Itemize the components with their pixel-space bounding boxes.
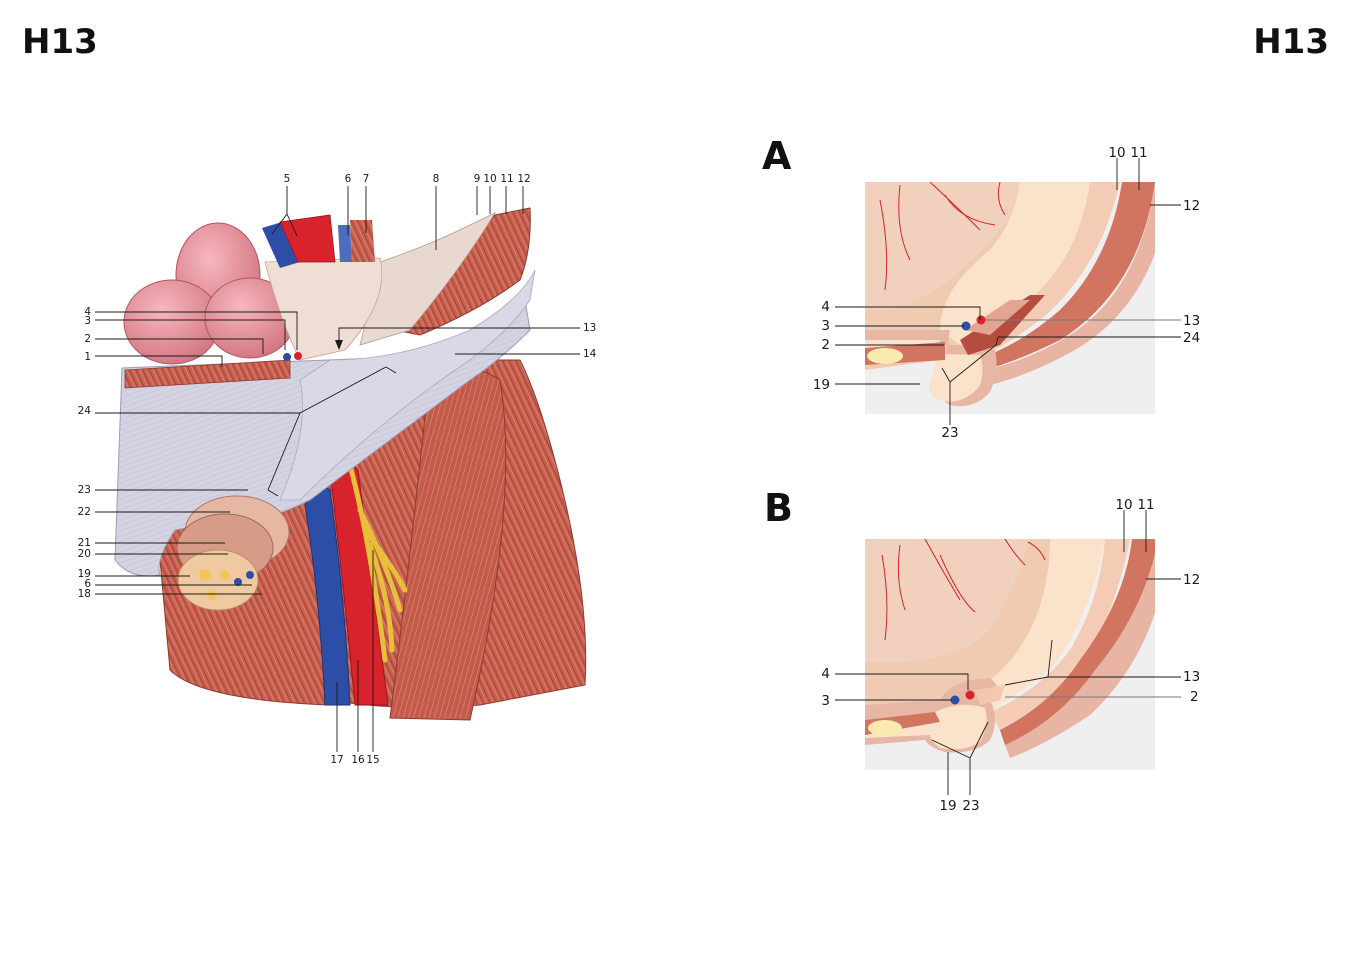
rectus-strip: [124, 359, 291, 389]
page-code-right: H13: [1253, 22, 1329, 62]
diagram-b-label-11: 11: [1137, 497, 1154, 513]
posterior-wall: [264, 257, 383, 361]
diagram-a-label-2: 2: [821, 337, 830, 353]
diagram-b-nerve: [868, 720, 902, 736]
diagram-b-label-4: 4: [821, 666, 830, 682]
diagram-a-vein: [961, 321, 971, 331]
diagram-b-label-13: 13: [1183, 669, 1200, 685]
diagram-a-label-3: 3: [821, 318, 830, 334]
small-vessels: [338, 225, 352, 262]
model-label-left-19: 19: [78, 568, 91, 580]
model-label-left-2: 2: [84, 333, 91, 345]
model-label-top-5: 5: [284, 173, 291, 185]
inguinal-ligament: [279, 269, 536, 501]
diagram-b-fascia-band: [990, 539, 1130, 730]
model-label-left-18: 18: [78, 588, 91, 600]
model-label-left-24: 24: [78, 405, 92, 417]
diagram-b-canal: [975, 685, 1005, 705]
sartorius-muscle: [389, 366, 507, 721]
schematic-diagram-b: 10 11 12 4 3 13 2 19 23: [821, 497, 1200, 814]
model-label-right-13: 13: [583, 322, 596, 334]
spermatic-cord: [176, 495, 290, 611]
diagram-b-label-10: 10: [1115, 497, 1132, 513]
model-label-left-6: 6: [84, 578, 91, 590]
diagram-a-label-12: 12: [1183, 198, 1200, 214]
diagram-b-label-2: 2: [1190, 689, 1199, 705]
diagram-a-canal-muscle: [960, 295, 1045, 355]
diagram-a-fascia-band: [960, 182, 1120, 360]
model-label-bottom-16: 16: [351, 754, 365, 766]
model-label-left-4: 4: [84, 306, 91, 318]
diagram-a-hernia-sac: [865, 340, 983, 402]
diagram-a-artery: [976, 315, 986, 325]
external-iliac-vein: [262, 222, 300, 268]
model-label-left-20: 20: [78, 548, 91, 560]
diagram-a-label-10: 10: [1108, 145, 1125, 161]
external-iliac-artery: [279, 214, 336, 263]
inferior-epigastric-vein: [283, 353, 291, 361]
diagram-b-label-12: 12: [1183, 572, 1200, 588]
page-code-left: H13: [22, 22, 98, 62]
schematic-diagram-a: 10 11 12 4 3 2 19 23 13 24: [813, 145, 1200, 441]
abdominal-wall-fascia: [359, 212, 497, 346]
model-label-left-1: 1: [84, 351, 91, 363]
diagram-b-label-3: 3: [821, 693, 830, 709]
inferior-epigastric-artery: [294, 352, 302, 360]
diagram-a-canal-fascia: [965, 300, 1030, 335]
model-label-left-3: 3: [84, 315, 91, 327]
femoral-nerve: [347, 462, 408, 663]
model-label-top-10: 10: [483, 173, 496, 185]
diagram-a-label-4: 4: [821, 299, 830, 315]
diagram-b-peritoneum: [975, 539, 1105, 710]
diagram-b-skin-band: [1005, 553, 1155, 758]
model-label-top-8: 8: [433, 173, 440, 185]
anatomical-model: 5 6 7 8 9 10 11 12 4 3 2 1 24 23 22 21 2…: [78, 173, 597, 766]
model-label-left-22: 22: [78, 506, 91, 518]
diagram-a-nerve: [867, 348, 903, 364]
model-label-top-11: 11: [500, 173, 513, 185]
diagram-a-label-13: 13: [1183, 313, 1200, 329]
diagram-b-artery: [965, 690, 975, 700]
model-label-left-21: 21: [78, 537, 91, 549]
diagram-b-vein: [950, 695, 960, 705]
model-label-top-9: 9: [474, 173, 481, 185]
diagram-b-label-19: 19: [939, 798, 956, 814]
model-label-bottom-15: 15: [366, 754, 379, 766]
panel-letter-b: B: [764, 486, 793, 530]
diagram-b-label-23: 23: [962, 798, 979, 814]
panel-letter-a: A: [762, 134, 792, 178]
diagram-a-label-11: 11: [1130, 145, 1147, 161]
model-label-bottom-17: 17: [330, 754, 343, 766]
diagram-a-muscle-band: [975, 182, 1155, 370]
psoas-muscle-cut: [350, 220, 375, 262]
model-label-top-6: 6: [345, 173, 352, 185]
diagram-a-peritoneum: [940, 182, 1090, 345]
diagram-a-label-24: 24: [1183, 330, 1200, 346]
diagram-b-hernia-sac: [865, 704, 987, 750]
model-label-top-7: 7: [363, 173, 370, 185]
diagram-a-label-19: 19: [813, 377, 830, 393]
diagram-a-skin-band: [985, 182, 1155, 385]
model-label-top-12: 12: [517, 173, 530, 185]
model-label-left-23: 23: [78, 484, 91, 496]
model-label-right-14: 14: [583, 348, 597, 360]
diagram-a-label-23: 23: [941, 425, 958, 441]
